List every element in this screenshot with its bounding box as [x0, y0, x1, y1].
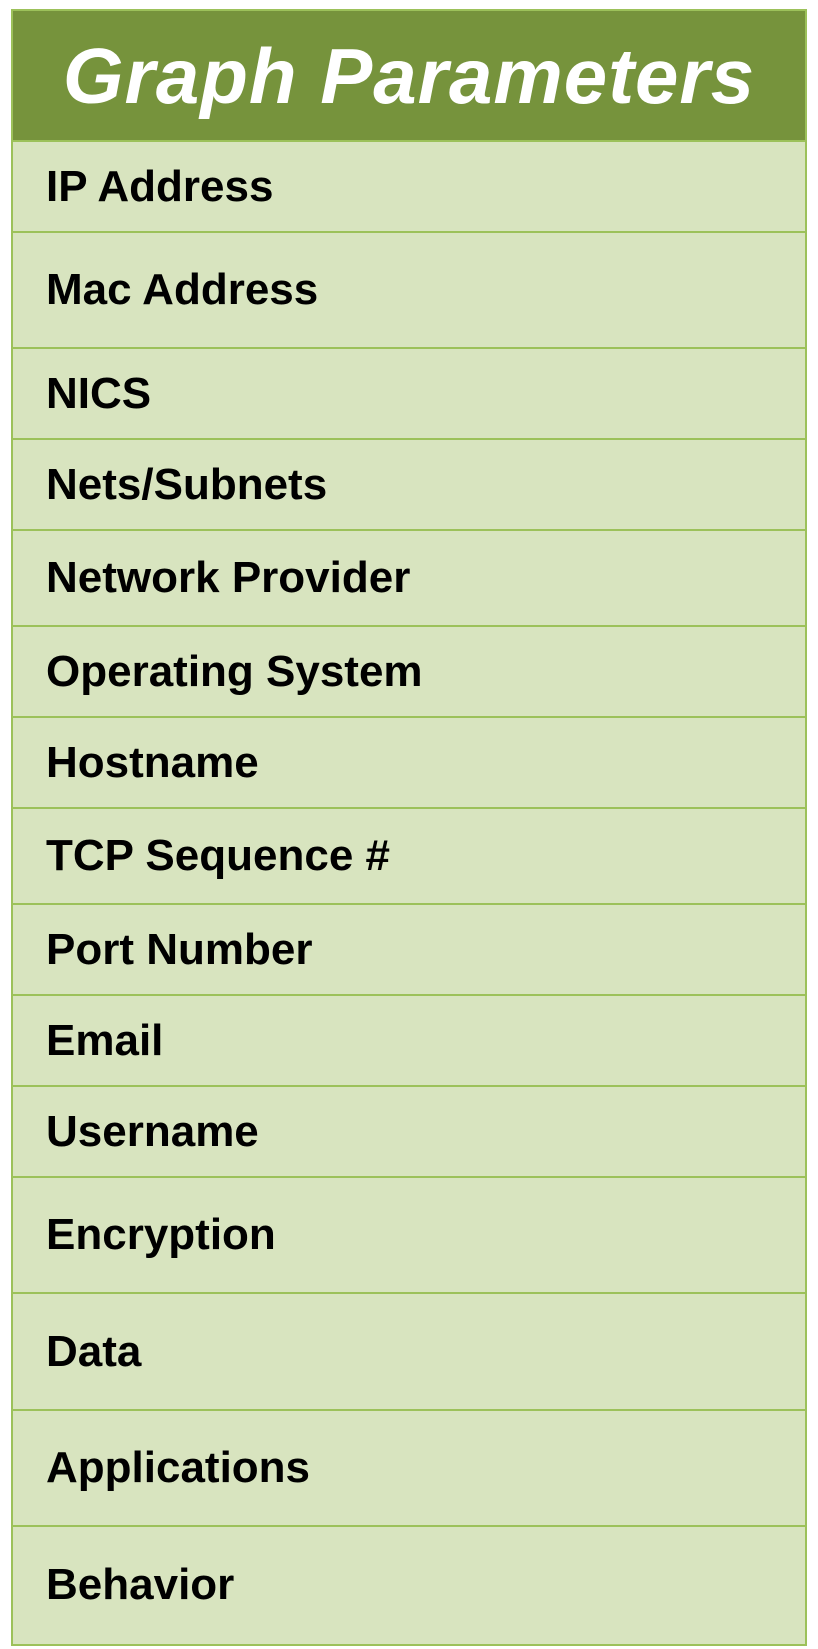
row-label-data: Data [46, 1326, 142, 1376]
row-label-hostname: Hostname [46, 737, 259, 787]
table-row: Encryption [13, 1178, 805, 1294]
table-row: Email [13, 996, 805, 1087]
row-label-username: Username [46, 1106, 259, 1156]
row-label-nics: NICS [46, 368, 152, 418]
table-row: Applications [13, 1411, 805, 1527]
table-row: IP Address [13, 142, 805, 233]
table-row: Data [13, 1294, 805, 1411]
row-label-email: Email [46, 1015, 164, 1065]
row-label-ip-address: IP Address [46, 161, 274, 211]
table-row: Behavior [13, 1527, 805, 1643]
table-row: Port Number [13, 905, 805, 996]
table-row: Hostname [13, 718, 805, 809]
row-label-applications: Applications [46, 1443, 311, 1492]
row-label-tcp-sequence: TCP Sequence # [46, 831, 390, 880]
graph-parameters-table: Graph Parameters IP Address Mac Address … [11, 9, 807, 1646]
table-row: Username [13, 1087, 805, 1178]
row-label-operating-system: Operating System [46, 646, 423, 696]
row-label-encryption: Encryption [46, 1210, 276, 1259]
table-row: Mac Address [13, 233, 805, 349]
table-row: TCP Sequence # [13, 809, 805, 905]
table-row: Nets/Subnets [13, 440, 805, 531]
table-header: Graph Parameters [13, 11, 805, 142]
row-label-mac-address: Mac Address [46, 265, 319, 314]
row-label-network-provider: Network Provider [46, 553, 411, 602]
table-row: Network Provider [13, 531, 805, 627]
row-label-nets-subnets: Nets/Subnets [46, 459, 328, 509]
table-row: NICS [13, 349, 805, 440]
table-title: Graph Parameters [62, 31, 756, 120]
table-row: Operating System [13, 627, 805, 718]
row-label-port-number: Port Number [46, 924, 313, 974]
row-label-behavior: Behavior [46, 1560, 235, 1609]
